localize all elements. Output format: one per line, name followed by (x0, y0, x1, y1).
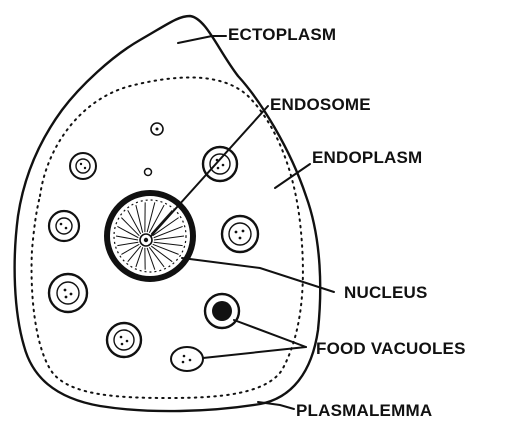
food-vacuole-dark (205, 294, 239, 328)
food-vacuoles-leader-1 (234, 320, 306, 347)
food-vacuoles-leader-2 (203, 347, 306, 358)
label-ectoplasm: ECTOPLASM (228, 26, 336, 43)
food-vacuole (151, 123, 163, 135)
nucleus-radial-line (136, 205, 143, 233)
nucleus-radial-line (153, 244, 179, 254)
food-vacuole (107, 323, 141, 357)
nucleus-radial-line (154, 242, 183, 245)
label-endosome: ENDOSOME (270, 96, 371, 113)
label-nucleus: NUCLEUS (344, 284, 428, 301)
nucleus-radial-line (116, 236, 138, 240)
plasmalemma-leader (258, 402, 294, 409)
endoplasm-leader (275, 164, 310, 188)
food-vacuole (49, 211, 79, 241)
label-plasmalemma: PLASMALEMMA (296, 402, 432, 419)
food-vacuole-oval (171, 347, 203, 371)
food-vacuole (203, 147, 237, 181)
label-food-vacuoles: FOOD VACUOLES (316, 340, 466, 357)
cell-membrane (15, 16, 321, 411)
ectoplasm-leader (178, 36, 226, 43)
nucleus-leader (182, 258, 334, 292)
food-vacuole (49, 274, 87, 312)
label-endoplasm: ENDOPLASM (312, 149, 422, 166)
nucleus-radial-line (147, 248, 155, 270)
nucleus-radial-line (121, 244, 139, 254)
nucleus-radial-line (117, 242, 138, 245)
nucleus-radial-line (147, 202, 155, 232)
endosome-leader (151, 106, 268, 236)
food-vacuole (222, 216, 258, 252)
nucleus-radial-line (151, 210, 172, 234)
granule (145, 169, 152, 176)
nucleus-radial-line (154, 236, 184, 240)
food-vacuole (70, 153, 96, 179)
